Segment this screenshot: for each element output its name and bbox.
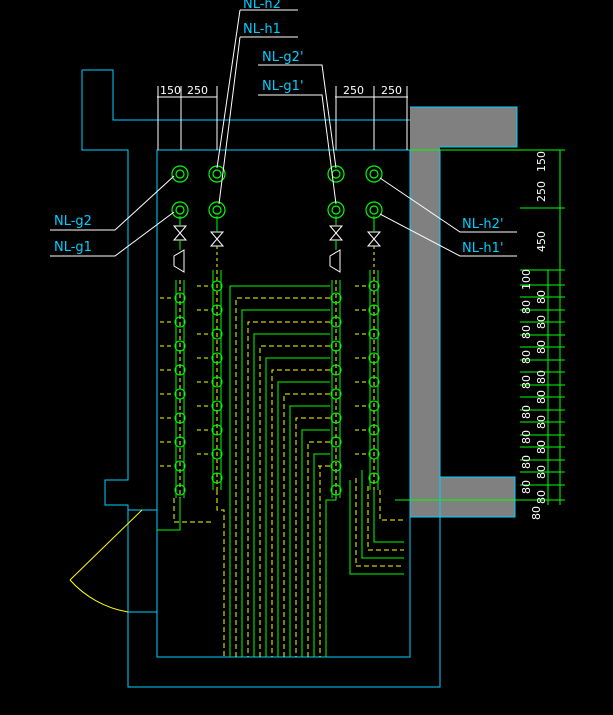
dim-right-14: 80: [535, 415, 548, 429]
concrete-beam: [410, 107, 517, 517]
label-nl-g1: NL-g1: [54, 240, 92, 255]
label-nl-g1-prime: NL-g1': [262, 79, 304, 94]
right-dimension-lines: [395, 149, 565, 505]
dim-right-6: 80: [535, 315, 548, 329]
dim-right-4: 80: [535, 290, 548, 304]
dim-right-1: 250: [535, 181, 548, 202]
top-dimension-lines: [157, 86, 408, 150]
dim-right-15: 80: [520, 430, 533, 444]
right-outflow-runs: [349, 470, 404, 575]
label-nl-h2: NL-h2: [243, 0, 281, 12]
dim-right-13: 80: [520, 405, 533, 419]
dim-right-7: 80: [520, 325, 533, 339]
manifold-pipes: [175, 270, 379, 498]
dim-right-8: 80: [535, 340, 548, 354]
dim-right-16: 80: [535, 440, 548, 454]
dim-top-left-150: 150: [160, 84, 181, 97]
leader-lines: [50, 9, 517, 257]
label-nl-g2-prime: NL-g2': [262, 50, 304, 65]
dim-right-10: 80: [535, 370, 548, 384]
dim-right-5: 80: [520, 300, 533, 314]
label-nl-h2-prime: NL-h2': [462, 217, 504, 232]
dim-right-inner-0: 80: [535, 465, 548, 479]
dim-top-right-250a: 250: [343, 84, 364, 97]
dim-right-3: 100: [520, 269, 533, 290]
dim-right-11: 80: [520, 375, 533, 389]
dim-right-9: 80: [520, 350, 533, 364]
dim-right-inner-2: 80: [535, 490, 548, 504]
wall-outlines: [81, 69, 518, 688]
right-dimension-text: 150 250 450 100 80 80 80 80 80 80 80 80 …: [520, 151, 548, 520]
dim-right-0: 150: [535, 151, 548, 172]
dim-top-right-250b: 250: [381, 84, 402, 97]
dim-right-17: 80: [520, 455, 533, 469]
door-swing: [69, 509, 143, 613]
label-nl-h1: NL-h1: [243, 22, 281, 37]
dim-right-2: 450: [535, 231, 548, 252]
branch-stubs: [160, 285, 368, 467]
dim-right-inner-1: 80: [520, 480, 533, 494]
label-nl-g2: NL-g2: [54, 214, 92, 229]
riser-circles: [171, 165, 383, 219]
dim-right-12: 80: [535, 390, 548, 404]
dim-right-inner-3: 80: [530, 506, 543, 520]
manifold-ports: [174, 280, 380, 496]
label-nl-h1-prime: NL-h1': [462, 241, 504, 256]
dim-top-left-250: 250: [187, 84, 208, 97]
valves: [172, 216, 382, 273]
